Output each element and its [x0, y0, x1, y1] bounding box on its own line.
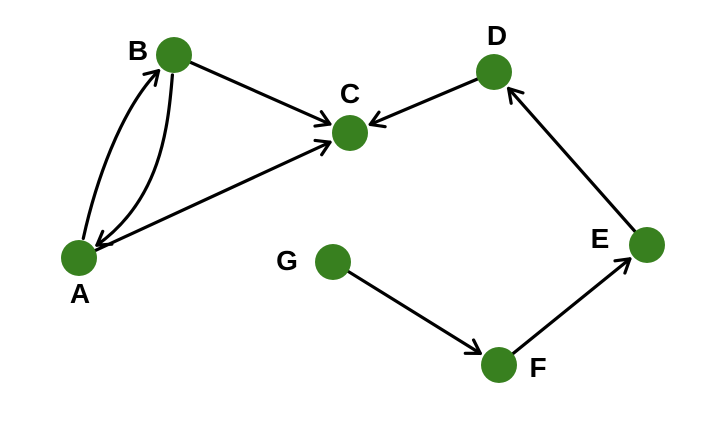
arrowhead-E-D [506, 86, 525, 105]
node-label-f: F [529, 352, 546, 383]
edge-line-G-F [344, 268, 482, 356]
edge-a-to-b [81, 69, 161, 241]
edge-line-F-E [509, 257, 632, 357]
node-label-b: B [128, 35, 148, 66]
node-g [315, 244, 351, 280]
node-f [481, 347, 517, 383]
edge-line-B-C [187, 59, 332, 126]
arrowhead-D-C [368, 110, 387, 129]
node-label-d: D [487, 20, 507, 51]
edge-line-A-C [91, 140, 332, 253]
node-a [61, 240, 97, 276]
arrowhead-B-C [313, 110, 332, 128]
nodes-layer [61, 37, 665, 383]
arrowhead-A-B [142, 69, 161, 87]
node-label-c: C [340, 78, 360, 109]
arrowhead-A-C [313, 138, 332, 157]
edge-a-to-c [91, 138, 332, 253]
edges-layer [81, 59, 638, 357]
node-label-a: A [70, 278, 90, 309]
edge-b-to-c [187, 59, 332, 128]
arrowhead-F-E [613, 257, 632, 275]
edge-line-B-A [95, 73, 175, 247]
edge-line-E-D [506, 86, 638, 235]
node-e [629, 227, 665, 263]
node-c [332, 115, 368, 151]
edge-line-A-B [81, 69, 161, 241]
labels-layer: A B C D E F G [70, 20, 609, 383]
edge-line-D-C [368, 76, 481, 127]
node-b [156, 37, 192, 73]
node-label-g: G [276, 245, 298, 276]
edge-g-to-f [344, 268, 482, 356]
node-label-e: E [591, 223, 610, 254]
node-d [476, 54, 512, 90]
edge-d-to-c [368, 76, 481, 129]
arrowhead-G-F [463, 338, 482, 356]
edge-e-to-d [506, 86, 638, 235]
edge-f-to-e [509, 257, 632, 357]
